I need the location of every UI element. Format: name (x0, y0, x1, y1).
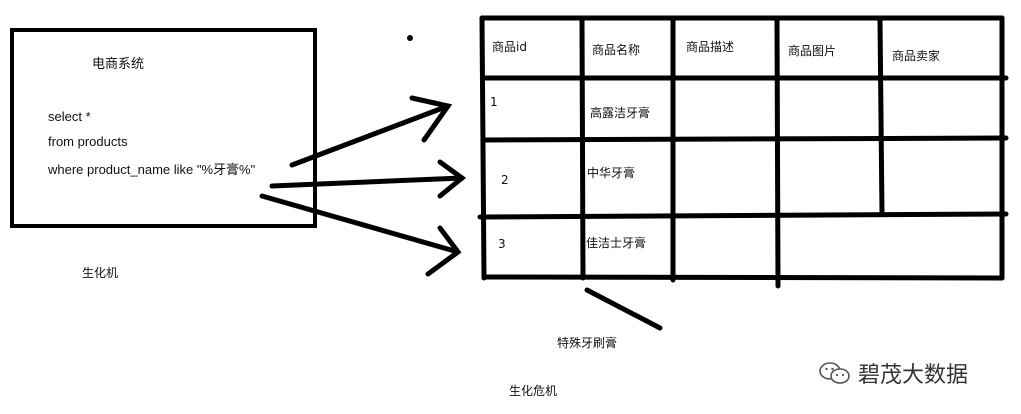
arrow-to-row-2 (269, 159, 467, 199)
header-product-name: 商品名称 (592, 43, 641, 57)
sql-line-select: select * (48, 109, 91, 124)
header-product-image: 商品图片 (788, 44, 837, 58)
system-box (10, 28, 317, 228)
row-3-id: 3 (498, 237, 506, 251)
watermark-text: 碧茂大数据 (858, 363, 969, 388)
row-2-name: 中华牙膏 (587, 166, 636, 180)
header-product-seller: 商品卖家 (892, 49, 941, 63)
watermark: 碧茂大数据 (818, 357, 968, 389)
row-1-id: 1 (490, 95, 498, 109)
stray-dot (407, 35, 413, 41)
bottom-caption: 生化危机 (509, 384, 558, 398)
sql-line-from: from products (48, 134, 128, 149)
annotation-label: 特殊牙刷膏 (557, 336, 618, 350)
header-product-desc: 商品描述 (686, 40, 735, 54)
header-product-id: 商品id (492, 40, 527, 54)
left-caption: 生化机 (82, 266, 119, 280)
system-title: 电商系统 (92, 57, 145, 72)
annotation-line (584, 287, 663, 331)
row-3-name: 佳洁士牙膏 (586, 236, 647, 250)
product-table (477, 15, 1009, 289)
arrow-to-row-1 (289, 95, 453, 168)
wechat-icon (819, 362, 850, 384)
row-2-id: 2 (501, 173, 509, 187)
row-1-name: 高露洁牙膏 (590, 106, 651, 120)
sql-line-where: where product_name like "%牙膏%" (48, 162, 256, 177)
arrow-to-row-3 (259, 193, 462, 277)
